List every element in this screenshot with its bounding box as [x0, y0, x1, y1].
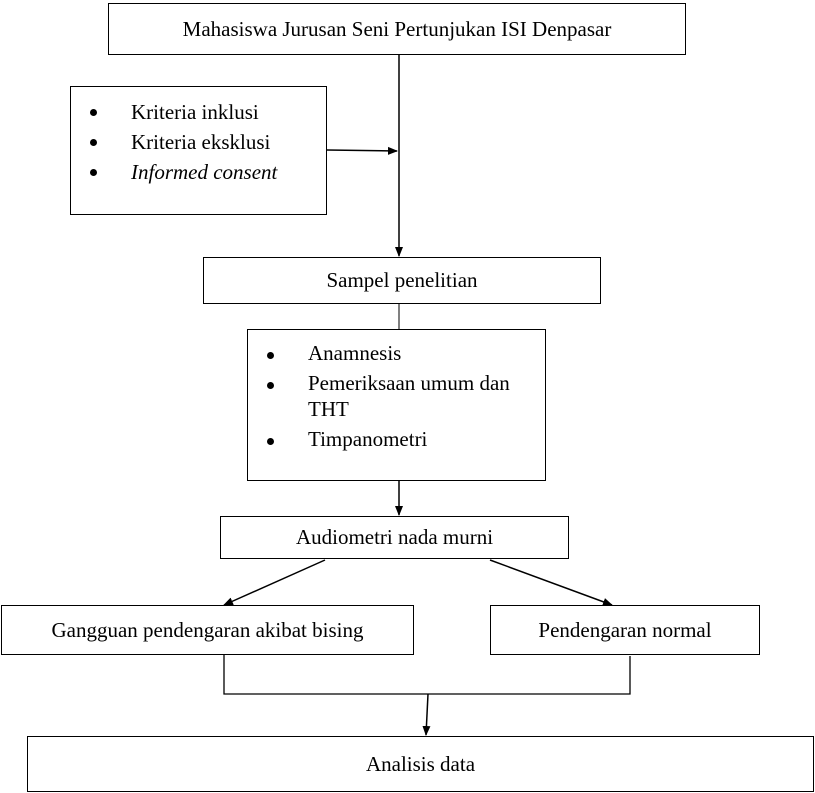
exam-item: Timpanometri	[248, 426, 545, 452]
exam-item: Anamnesis	[248, 340, 545, 366]
criteria-item: Informed consent	[71, 157, 326, 187]
node-sample-label: Sampel penelitian	[326, 268, 478, 292]
node-audiometry: Audiometri nada murni	[220, 516, 569, 559]
node-top: Mahasiswa Jurusan Seni Pertunjukan ISI D…	[108, 3, 686, 55]
node-normal-label: Pendengaran normal	[538, 617, 712, 642]
node-exams: Anamnesis Pemeriksaan umum dan THT Timpa…	[247, 329, 546, 481]
criteria-item: Kriteria inklusi	[71, 97, 326, 127]
arrow-audiometry-to-normal	[489, 559, 613, 606]
node-criteria: Kriteria inklusi Kriteria eksklusi Infor…	[70, 86, 327, 215]
node-sample: Sampel penelitian	[203, 257, 601, 304]
criteria-item: Kriteria eksklusi	[71, 127, 326, 157]
arrow-bracket-to-analysis	[422, 693, 431, 736]
node-analysis-label: Analisis data	[365, 751, 476, 776]
arrow-criteria-to-main	[326, 146, 398, 155]
node-normal: Pendengaran normal	[490, 605, 760, 655]
node-audiometry-label: Audiometri nada murni	[295, 525, 494, 549]
arrow-audiometry-to-nihl	[223, 559, 326, 606]
node-top-label: Mahasiswa Jurusan Seni Pertunjukan ISI D…	[182, 16, 612, 41]
exam-item: Pemeriksaan umum dan THT	[248, 370, 518, 422]
node-nihl-label: Gangguan pendengaran akibat bising	[51, 617, 364, 642]
node-analysis: Analisis data	[27, 736, 814, 792]
node-nihl: Gangguan pendengaran akibat bising	[1, 605, 414, 655]
bracket-to-analysis	[223, 655, 631, 695]
